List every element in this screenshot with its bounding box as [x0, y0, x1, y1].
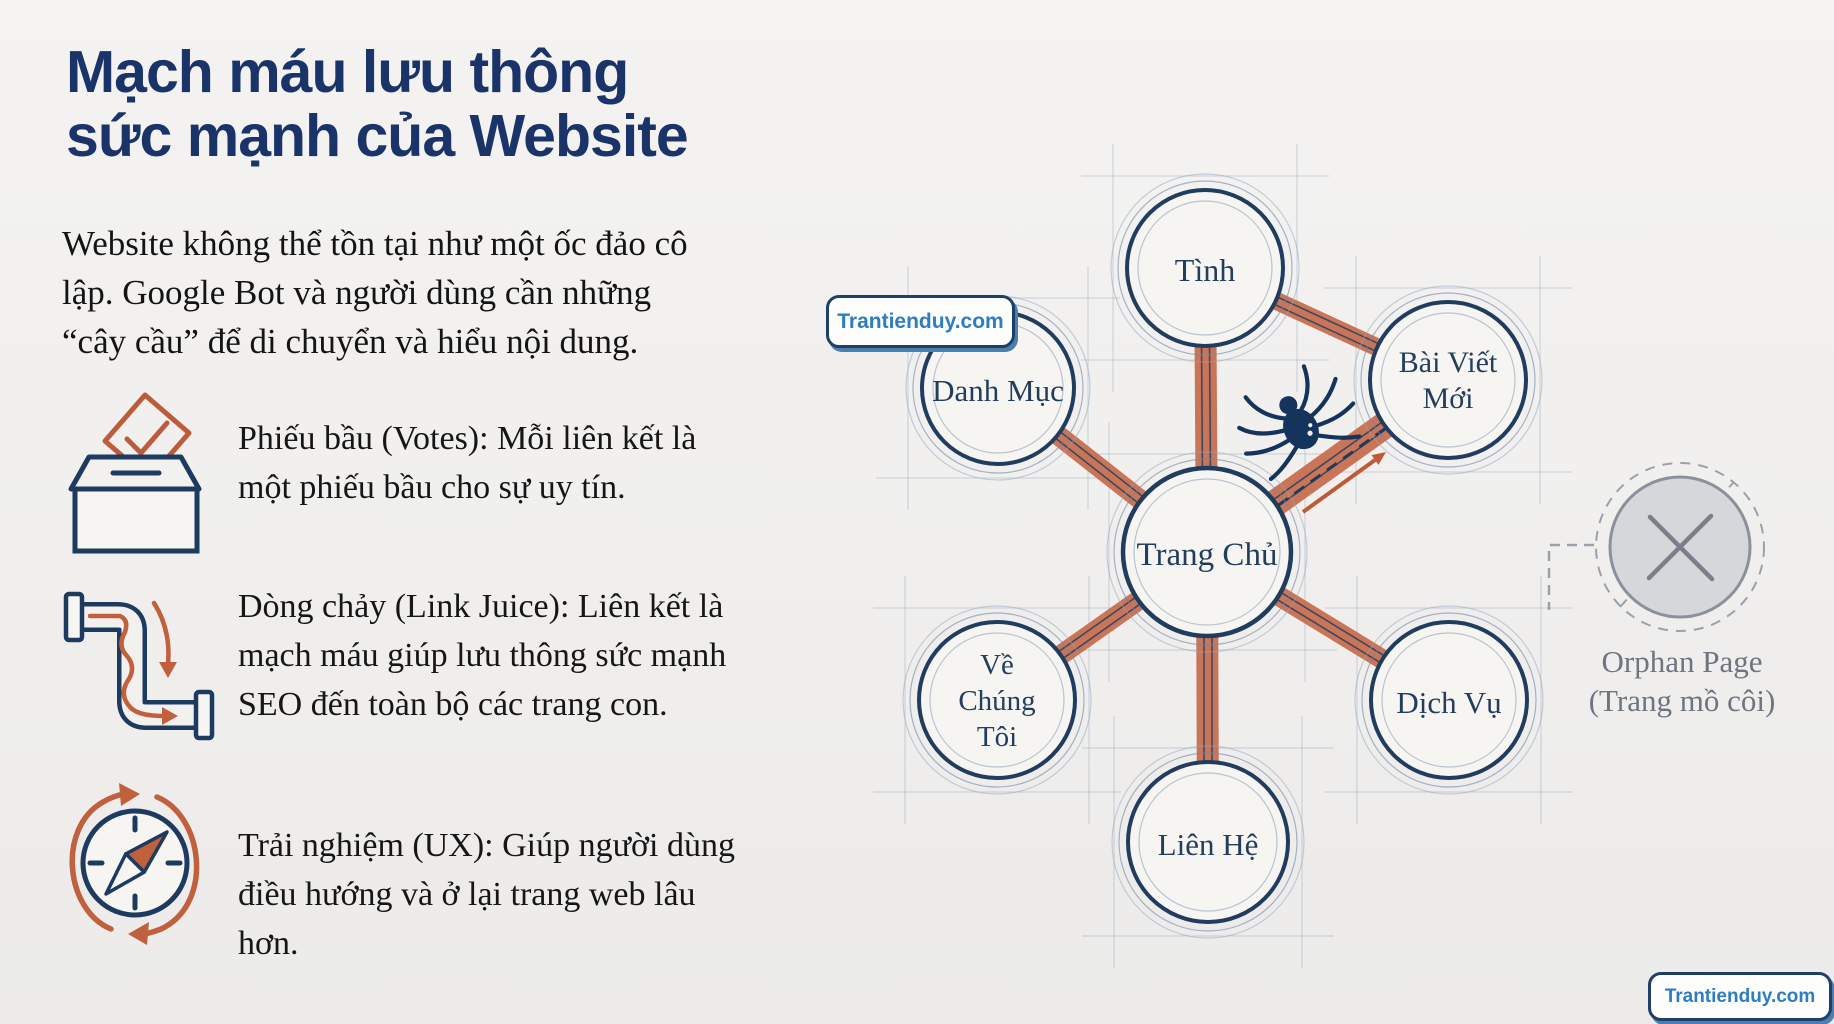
bullet-text-line: Dòng chảy (Link Juice): Liên kết là — [238, 588, 724, 625]
bullet-text-line: một phiếu bầu cho sự uy tín. — [238, 469, 626, 506]
watermark-badge-top: Trantienduy.com — [826, 295, 1015, 348]
orphan-label: (Trang mồ côi) — [1589, 683, 1776, 718]
node-label: Tình — [1175, 252, 1235, 288]
bullet-ux: Trải nghiệm (UX): Giúp người dùng điều h… — [238, 821, 735, 968]
node-trang-chu: Trang Chủ — [1106, 451, 1308, 653]
node-tinh: Tình — [1110, 173, 1300, 363]
orphan-dashed-connector — [1547, 543, 1594, 610]
paragraph-line: “cây cầu” để di chuyển và hiểu nội dung. — [62, 322, 639, 361]
page-title: Mạch máu lưu thông sức mạnh của Website — [66, 39, 689, 169]
node-dich-vu: Dịch Vụ — [1354, 605, 1544, 795]
page-nodes: Tình Danh Mục Bài Viết Mới — [902, 173, 1544, 939]
node-label: Danh Mục — [932, 373, 1064, 408]
title-line-2: sức mạnh của Website — [66, 103, 689, 169]
blueprint-marks — [873, 144, 1573, 968]
spider-icon — [1237, 364, 1362, 482]
orphan-page-node: Orphan Page (Trang mồ côi) — [1547, 462, 1776, 718]
node-label: Mới — [1423, 382, 1474, 415]
node-label: Bài Viết — [1399, 346, 1498, 379]
node-lien-he: Liên Hệ — [1111, 745, 1305, 939]
orphan-label: Orphan Page — [1602, 644, 1763, 679]
title-line-1: Mạch máu lưu thông — [66, 39, 629, 105]
bullet-text-line: Phiếu bầu (Votes): Mỗi liên kết là — [238, 420, 697, 457]
node-label: Trang Chủ — [1137, 537, 1278, 573]
node-label: Tôi — [977, 721, 1017, 753]
bullet-text-line: điều hướng và ở lại trang web lâu — [238, 876, 696, 913]
paragraph-line: Website không thể tồn tại như một ốc đảo… — [62, 224, 688, 263]
bullet-text-line: SEO đến toàn bộ các trang con. — [238, 686, 668, 723]
watermark-badge-bottom: Trantienduy.com — [1648, 972, 1832, 1021]
node-label: Chúng — [958, 685, 1035, 717]
paragraph-line: lập. Google Bot và người dùng cần những — [62, 273, 652, 312]
link-flow-arrow — [1301, 452, 1386, 514]
orphan-x-icon — [1646, 513, 1715, 582]
node-label: Dịch Vụ — [1396, 685, 1501, 720]
intro-paragraph: Website không thể tồn tại như một ốc đảo… — [62, 219, 688, 366]
bullet-text-line: hơn. — [238, 925, 299, 962]
node-label: Liên Hệ — [1158, 827, 1259, 862]
node-ve-chung-toi: Về Chúng Tôi — [902, 605, 1092, 795]
watermark-label: Trantienduy.com — [1664, 985, 1816, 1007]
bullet-text-line: mạch máu giúp lưu thông sức mạnh — [238, 637, 727, 674]
bullet-text-line: Trải nghiệm (UX): Giúp người dùng — [238, 827, 735, 864]
watermark-label: Trantienduy.com — [837, 309, 1004, 333]
node-label: Về — [980, 649, 1014, 681]
bullet-votes: Phiếu bầu (Votes): Mỗi liên kết là một p… — [238, 414, 696, 512]
node-bai-viet-moi: Bài Viết Mới — [1353, 285, 1543, 475]
bullet-link-juice: Dòng chảy (Link Juice): Liên kết là mạch… — [238, 582, 726, 729]
